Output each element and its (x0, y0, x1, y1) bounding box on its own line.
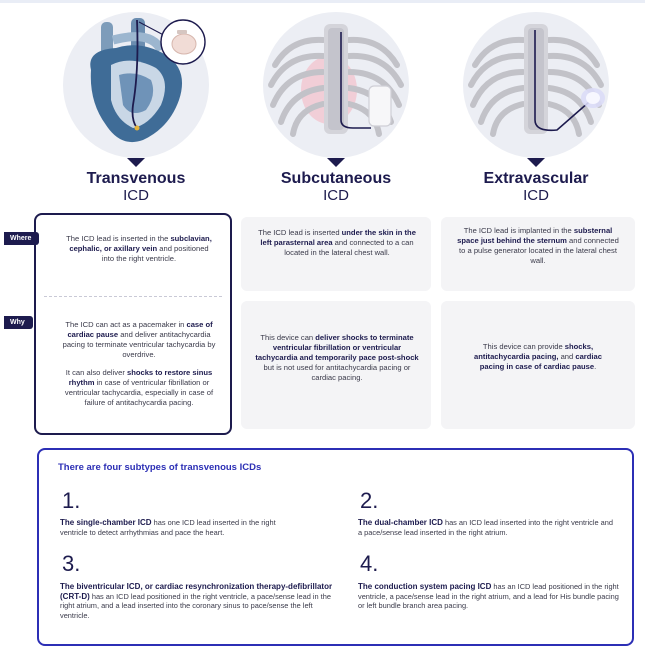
transvenous-card (34, 213, 232, 435)
transvenous-arrow-icon (127, 158, 145, 167)
column-title: Subcutaneous (280, 170, 392, 187)
transvenous-where-text: The ICD lead is inserted in the subclavi… (66, 234, 212, 263)
subcutaneous-why-text: This device can deliver shocks to termin… (255, 333, 419, 382)
why-tag: Why (4, 316, 33, 329)
subtype-number: 2. (360, 488, 379, 513)
subcutaneous-where-card (241, 217, 431, 291)
transvenous-heart-illustration (61, 10, 211, 160)
extravascular-why-text: This device can provide shocks, antitach… (474, 342, 602, 371)
card-divider (44, 296, 222, 297)
extravascular-where-card (441, 217, 635, 291)
top-rule (0, 0, 645, 3)
subtype-item-1: The single-chamber ICD has one ICD lead … (60, 518, 276, 537)
subcutaneous-why-card (241, 301, 431, 429)
extravascular-ribcage-illustration (461, 10, 611, 160)
subtype-item-2: The dual-chamber ICD has an ICD lead ins… (358, 518, 613, 537)
subtype-number: 3. (62, 551, 81, 576)
subcutaneous-arrow-icon (327, 158, 345, 167)
subcutaneous-where-text: The ICD lead is inserted under the skin … (258, 228, 416, 257)
column-title: Extravascular (483, 170, 589, 187)
column-title: Transvenous (86, 170, 186, 187)
subcutaneous-title: Subcutaneous ICD (236, 170, 436, 204)
subtypes-title: There are four subtypes of transvenous I… (58, 462, 262, 473)
extravascular-arrow-icon (527, 158, 545, 167)
extravascular-why-card (441, 301, 635, 429)
subtypes-box (37, 448, 634, 646)
where-tag: Where (4, 232, 40, 245)
subtype-item-4: The conduction system pacing ICD has an … (358, 582, 619, 611)
extravascular-title: Extravascular ICD (436, 170, 636, 204)
column-subtitle: ICD (323, 187, 349, 204)
transvenous-title: Transvenous ICD (36, 170, 236, 204)
subtype-item-3: The biventricular ICD, or cardiac resync… (60, 582, 333, 620)
subtype-number: 1. (62, 488, 81, 513)
column-subtitle: ICD (523, 187, 549, 204)
transvenous-why-text: The ICD can act as a pacemaker in case o… (62, 320, 216, 407)
column-subtitle: ICD (123, 187, 149, 204)
extravascular-where-text: The ICD lead is implanted in the subster… (457, 226, 619, 265)
subtype-number: 4. (360, 551, 379, 576)
subcutaneous-ribcage-illustration (261, 10, 411, 160)
